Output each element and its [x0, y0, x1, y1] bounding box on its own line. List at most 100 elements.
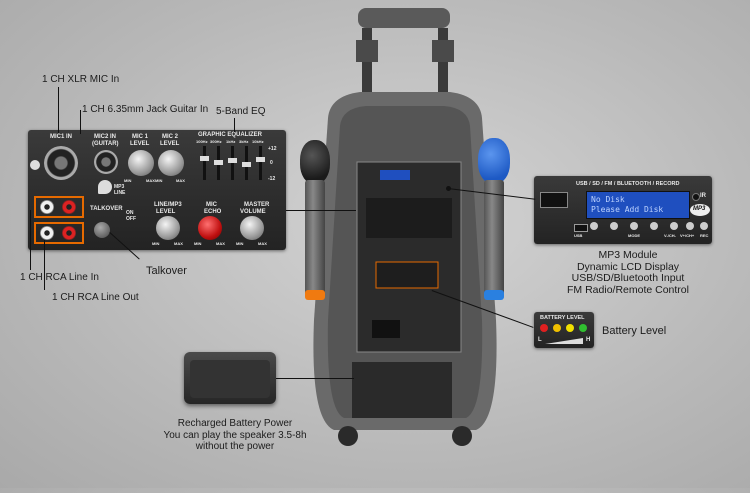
mp3-header: USB / SD / FM / BLUETOOTH / RECORD — [576, 181, 680, 187]
eq-slider-5[interactable] — [256, 146, 265, 180]
mp3-logo-text: MP3 — [693, 206, 706, 212]
talkover-off-label: OFF — [126, 216, 136, 222]
master-min-label: MIN — [236, 241, 244, 246]
callout-rca-line-out: 1 CH RCA Line Out — [52, 292, 139, 303]
lcd-line-2: Please Add Disk — [591, 205, 664, 214]
eq-slider-4[interactable] — [242, 146, 251, 180]
leader-guitar — [80, 110, 81, 134]
battery-panel-title: BATTERY LEVEL — [540, 315, 585, 321]
mic2-max-label: MAX — [176, 178, 185, 183]
mic1-level-label-2: LEVEL — [130, 141, 150, 147]
mic1-level-label-1: MIC 1 — [132, 134, 149, 140]
mic-head-icon — [300, 140, 330, 184]
callout-talkover: Talkover — [146, 265, 187, 277]
eq-slider-3[interactable] — [228, 146, 237, 180]
leader-eq — [234, 118, 235, 132]
mic2-min-label: MIN — [155, 178, 163, 183]
leader-battery-pack — [276, 378, 354, 379]
mic1-min-label: MIN — [124, 178, 132, 183]
vol-up-button-icon[interactable] — [686, 222, 694, 230]
vol-down-button-icon[interactable] — [670, 222, 678, 230]
btn-label-usb: USB — [574, 233, 583, 238]
xlr-mic-jack[interactable] — [44, 146, 78, 180]
lcd-display: No Disk Please Add Disk — [586, 191, 690, 219]
prev-button-icon[interactable] — [590, 222, 598, 230]
repeat-button-icon[interactable] — [650, 222, 658, 230]
leader-line-in — [30, 210, 31, 270]
battery-caption-line-1: Recharged Battery Power — [177, 418, 293, 429]
mode-button-icon[interactable] — [630, 222, 638, 230]
master-volume-label-1: MASTER — [244, 202, 270, 208]
eq-slider-1[interactable] — [200, 146, 209, 180]
battery-power-caption: Recharged Battery Power You can play the… — [150, 418, 320, 453]
line-mp3-level-knob[interactable] — [156, 216, 180, 240]
echo-max-label: MAX — [216, 241, 225, 246]
mp3-line-label-2: LINE — [114, 190, 126, 196]
battery-caption-line-2: You can play the speaker 3.5-8h — [163, 429, 307, 441]
highlight-rca-line-in — [34, 196, 84, 218]
mic1-level-knob[interactable] — [128, 150, 154, 176]
mic-echo-knob[interactable] — [198, 216, 222, 240]
btn-label-vch-plus: V+/CH+ — [680, 233, 695, 238]
eq-band-1: 100Hz — [196, 139, 208, 144]
leader-mp3-dot — [446, 186, 451, 191]
callout-battery-level: Battery Level — [602, 325, 667, 337]
callout-rca-line-in: 1 CH RCA Line In — [20, 272, 99, 283]
mp3-caption-line-4: FM Radio/Remote Control — [567, 283, 689, 296]
rec-button-icon[interactable] — [700, 222, 708, 230]
mp3-module-caption: MP3 Module Dynamic LCD Display USB/SD/Bl… — [548, 249, 708, 296]
play-button-icon[interactable] — [610, 222, 618, 230]
eq-band-3: 1kHz — [226, 139, 236, 144]
wireless-mic-right — [476, 138, 512, 310]
battery-caption-line-3: without the power — [195, 441, 275, 452]
leader-line-out — [44, 240, 45, 290]
master-volume-knob[interactable] — [240, 216, 264, 240]
mp3-logo-badge: MP3 — [690, 204, 710, 216]
line-max-label: MAX — [174, 241, 183, 246]
mp3-line-label-1: MP3 — [114, 184, 125, 190]
battery-led-2 — [553, 324, 561, 332]
ir-label: IR — [700, 193, 706, 199]
mp3-module-panel: USB / SD / FM / BLUETOOTH / RECORD No Di… — [534, 176, 712, 244]
battery-led-1 — [540, 324, 548, 332]
highlight-rca-line-out — [34, 222, 84, 244]
echo-min-label: MIN — [194, 241, 202, 246]
battery-level-panel: BATTERY LEVEL L H — [534, 312, 594, 348]
callout-5-band-eq: 5-Band EQ — [216, 106, 266, 117]
btn-label-rec: REC — [700, 233, 709, 238]
talkover-button[interactable] — [94, 222, 110, 238]
usb-port[interactable] — [574, 224, 588, 232]
callout-xlr-mic-in: 1 CH XLR MIC In — [42, 74, 120, 85]
callout-jack-guitar-in: 1 CH 6.35mm Jack Guitar In — [82, 104, 209, 115]
eq-band-4: 3kHz — [239, 139, 249, 144]
rca-line-in-red[interactable] — [62, 200, 76, 214]
guitar-icon — [98, 180, 112, 194]
rca-line-out-white[interactable] — [40, 226, 54, 240]
btn-label-vch-minus: V-/CH- — [664, 233, 676, 238]
line-mp3-level-label-2: LEVEL — [156, 209, 176, 215]
mp3-caption-line-1: MP3 Module — [598, 249, 658, 261]
mp3-caption-line-2: Dynamic LCD Display — [576, 260, 680, 273]
battery-high-label: H — [586, 337, 591, 343]
eq-slider-2[interactable] — [214, 146, 223, 180]
eq-band-5: 10kHz — [252, 139, 264, 144]
mic2-level-label-2: LEVEL — [160, 141, 180, 147]
rca-line-out-red[interactable] — [62, 226, 76, 240]
mic-echo-label-1: MIC — [206, 202, 217, 208]
guitar-jack[interactable] — [94, 150, 118, 174]
battery-led-4 — [579, 324, 587, 332]
leader-mixer-to-speaker — [286, 210, 356, 211]
eq-scale-bottom: -12 — [268, 176, 276, 182]
mic2-level-knob[interactable] — [158, 150, 184, 176]
graphic-eq-label: GRAPHIC EQUALIZER — [198, 132, 263, 138]
master-volume-label-2: VOLUME — [240, 209, 266, 215]
speaker-body-graphic — [313, 8, 497, 446]
microphone-icon — [30, 160, 40, 170]
mic2-level-label-1: MIC 2 — [162, 134, 179, 140]
wireless-mic-left — [298, 140, 332, 310]
eq-band-2: 300Hz — [210, 139, 222, 144]
sd-card-slot[interactable] — [540, 192, 568, 208]
mp3-buttons-row — [590, 222, 708, 232]
rca-line-in-white[interactable] — [40, 200, 54, 214]
eq-scale-mid: 0 — [270, 160, 273, 166]
